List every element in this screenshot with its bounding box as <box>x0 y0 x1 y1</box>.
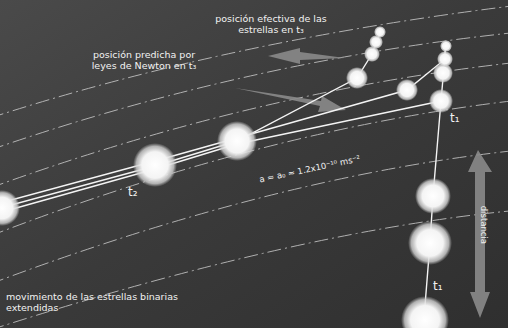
trajectories <box>0 33 446 318</box>
annotation: posición efectiva de las estrellas en t₃ <box>196 14 346 36</box>
arrows <box>235 48 492 318</box>
time-label: t₁ <box>433 280 457 294</box>
caption: movimiento de las estrellas binarias ext… <box>6 292 191 314</box>
time-label: t₂ <box>128 186 152 200</box>
axis-label: distancia <box>478 190 488 260</box>
time-label: t₁ <box>450 112 474 126</box>
orbit-lines <box>0 5 508 328</box>
annotation: posición predicha por leyes de Newton en… <box>80 50 208 72</box>
stars <box>0 26 453 328</box>
